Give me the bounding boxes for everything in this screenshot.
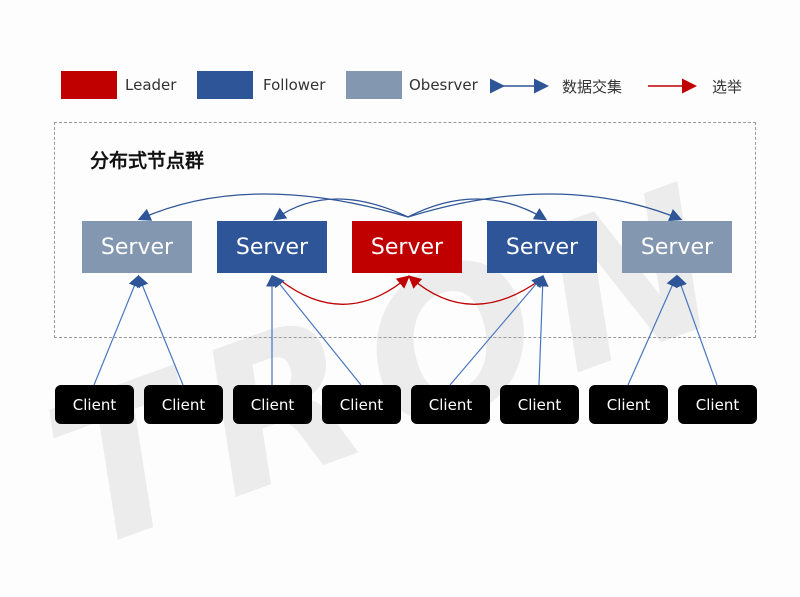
- legend-election-label: 选举: [712, 78, 743, 96]
- server-follower[interactable]: Server: [487, 221, 597, 273]
- server-observer[interactable]: Server: [622, 221, 732, 273]
- legend-observer-swatch: [346, 71, 402, 99]
- client[interactable]: Client: [678, 385, 757, 424]
- sync-arrow: [137, 193, 409, 221]
- election-arrow: [279, 275, 410, 305]
- legend-leader-label: Leader: [125, 76, 177, 94]
- client-link: [93, 274, 140, 386]
- client-link: [627, 274, 678, 386]
- legend-follower-swatch: [197, 71, 253, 99]
- server-follower[interactable]: Server: [217, 221, 327, 273]
- client-link: [272, 275, 362, 386]
- sync-arrow: [407, 193, 683, 222]
- cluster-boundary: [54, 122, 756, 338]
- server-leader[interactable]: Server: [352, 221, 462, 273]
- sync-arrow: [272, 198, 409, 221]
- client-link: [675, 274, 718, 386]
- client[interactable]: Client: [322, 385, 401, 424]
- client-link: [449, 275, 544, 386]
- client[interactable]: Client: [233, 385, 312, 424]
- connections: [93, 78, 718, 386]
- client-link: [137, 274, 184, 386]
- legend-leader-swatch: [61, 71, 117, 99]
- client[interactable]: Client: [411, 385, 490, 424]
- legend-follower-label: Follower: [263, 76, 326, 94]
- server-observer[interactable]: Server: [82, 221, 192, 273]
- client[interactable]: Client: [500, 385, 579, 424]
- cluster-title: 分布式节点群: [90, 150, 205, 172]
- legend-data-exchange-label: 数据交集: [562, 78, 623, 96]
- client-link: [536, 274, 549, 386]
- client[interactable]: Client: [55, 385, 134, 424]
- client[interactable]: Client: [589, 385, 668, 424]
- client[interactable]: Client: [144, 385, 223, 424]
- election-arrow: [408, 275, 541, 305]
- legend-observer-label: Obesrver: [409, 76, 478, 94]
- sync-arrow: [407, 198, 548, 221]
